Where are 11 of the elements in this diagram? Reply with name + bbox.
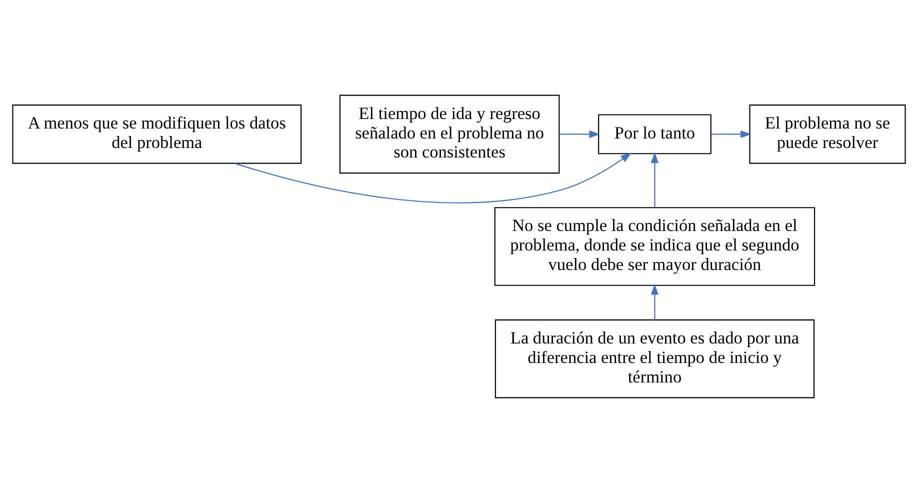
arrow bbox=[234, 152, 632, 204]
arrow bbox=[650, 284, 659, 320]
node-box: El tiempo de ida y regreso señalado en el problema no son consistentes bbox=[339, 94, 560, 174]
node-box: La duración de un evento es dado por una diferencia entre el tiempo de inicio y término bbox=[494, 319, 815, 398]
node-box: No se cumple la condición señalada en el problema, donde se indica que el segundo vuelo debe ser mayor duración bbox=[494, 207, 816, 286]
arrow bbox=[650, 152, 659, 208]
node-box: Por lo tanto bbox=[598, 114, 712, 154]
arrow bbox=[711, 130, 752, 138]
node-box: El problema no se puede resolver bbox=[749, 104, 906, 164]
node-box: A menos que se modifiquen los datos del problema bbox=[12, 104, 302, 164]
arrow bbox=[559, 130, 600, 138]
